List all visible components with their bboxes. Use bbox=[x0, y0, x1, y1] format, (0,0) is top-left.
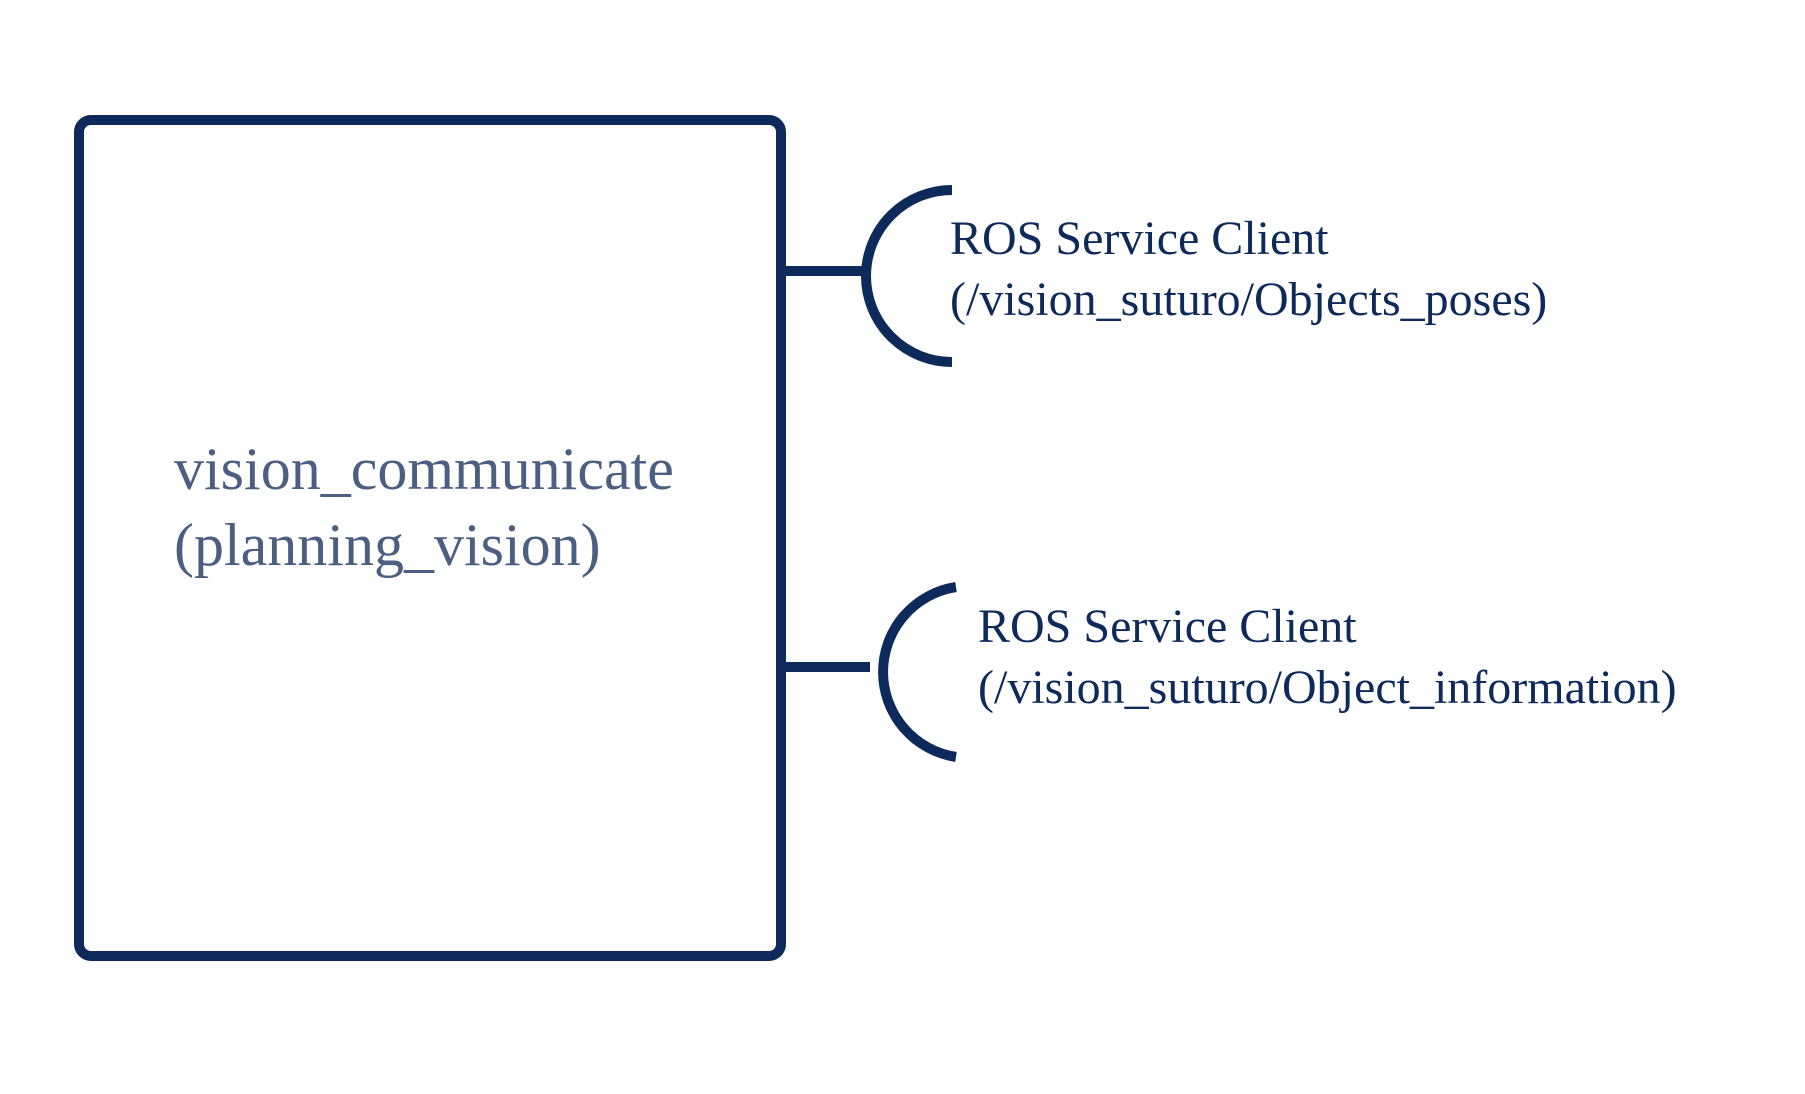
service-client-label-2: ROS Service Client (/vision_suturo/Objec… bbox=[978, 596, 1677, 718]
service-client-name-2: (/vision_suturo/Object_information) bbox=[978, 661, 1677, 714]
node-label: vision_communicate (planning_vision) bbox=[174, 431, 674, 583]
node-name: vision_communicate bbox=[174, 436, 674, 502]
service-client-socket-1 bbox=[861, 185, 953, 367]
service-client-socket-2 bbox=[878, 582, 957, 762]
service-client-label-1: ROS Service Client (/vision_suturo/Objec… bbox=[950, 208, 1547, 330]
service-client-type-2: ROS Service Client bbox=[978, 600, 1357, 653]
node-package: (planning_vision) bbox=[174, 512, 601, 578]
service-client-name-1: (/vision_suturo/Objects_poses) bbox=[950, 273, 1548, 326]
node-box bbox=[74, 115, 786, 961]
service-client-type-1: ROS Service Client bbox=[950, 212, 1329, 265]
